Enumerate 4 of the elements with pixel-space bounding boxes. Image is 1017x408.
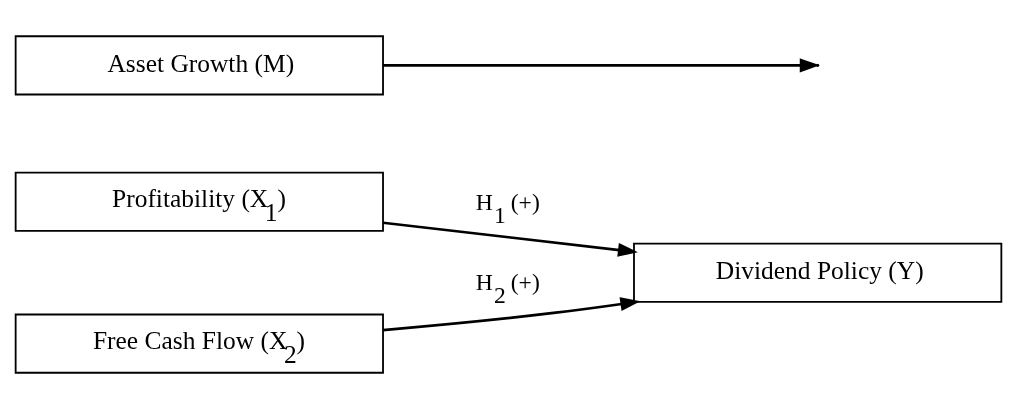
- node-box: Asset Growth (M): [14, 34, 384, 95]
- node-box: Dividend Policy (Y): [633, 242, 1003, 303]
- arrow: [382, 220, 638, 257]
- arrow: [383, 296, 641, 331]
